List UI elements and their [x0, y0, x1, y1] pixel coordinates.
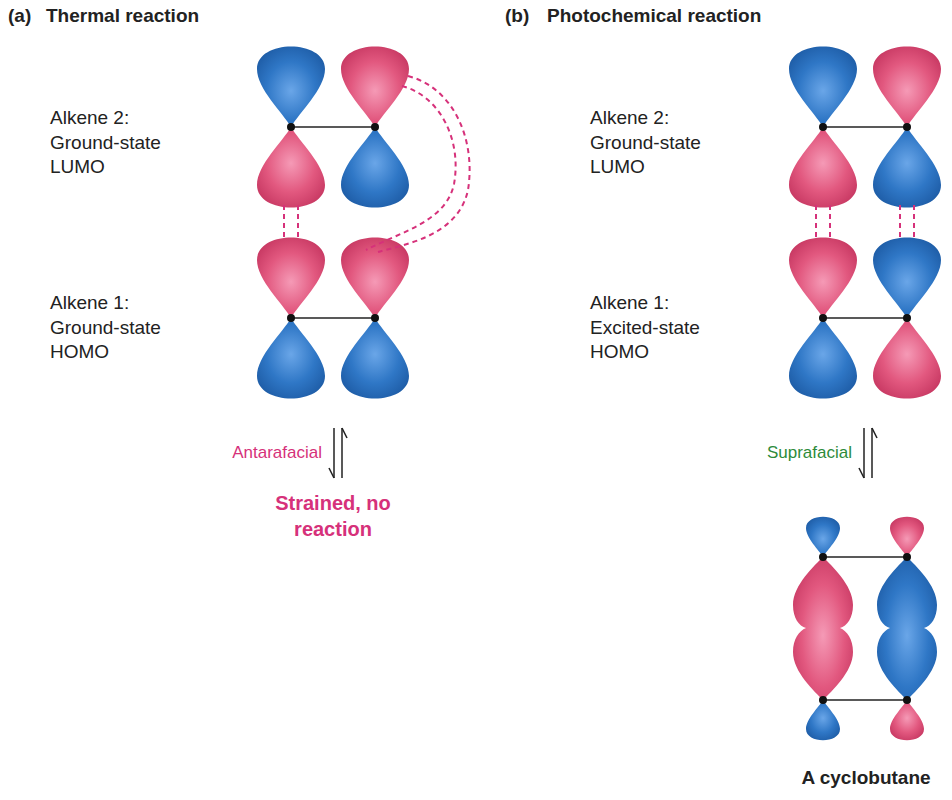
orbital-label: Alkene 2: Ground-state LUMO: [50, 106, 185, 180]
mode-label: Antarafacial: [232, 442, 322, 464]
equilibrium-arrows-a: [329, 428, 347, 478]
result-label: Strained, no reaction: [258, 490, 408, 542]
orbital-label: Alkene 1: Ground-state HOMO: [50, 291, 185, 365]
product-label: A cyclobutane: [801, 766, 930, 791]
panel-letter: (b): [505, 4, 529, 29]
overlap-dashes-b: [816, 205, 914, 240]
panel-letter: (a): [8, 4, 31, 29]
equilibrium-arrows-b: [859, 428, 877, 478]
overlap-dashes-a: [284, 76, 470, 252]
alkene2-lumo-b: [789, 47, 941, 208]
panel-title: Photochemical reaction: [547, 4, 761, 29]
panel-title: Thermal reaction: [46, 4, 199, 29]
cyclobutane-orbitals: [793, 517, 937, 741]
alkene1-homo-a: [257, 238, 409, 399]
alkene1-excited-homo-b: [789, 238, 941, 399]
orbital-label: Alkene 1: Excited-state HOMO: [590, 291, 725, 365]
alkene2-lumo-a: [257, 47, 409, 208]
orbital-label: Alkene 2: Ground-state LUMO: [590, 106, 725, 180]
mode-label: Suprafacial: [767, 442, 852, 464]
